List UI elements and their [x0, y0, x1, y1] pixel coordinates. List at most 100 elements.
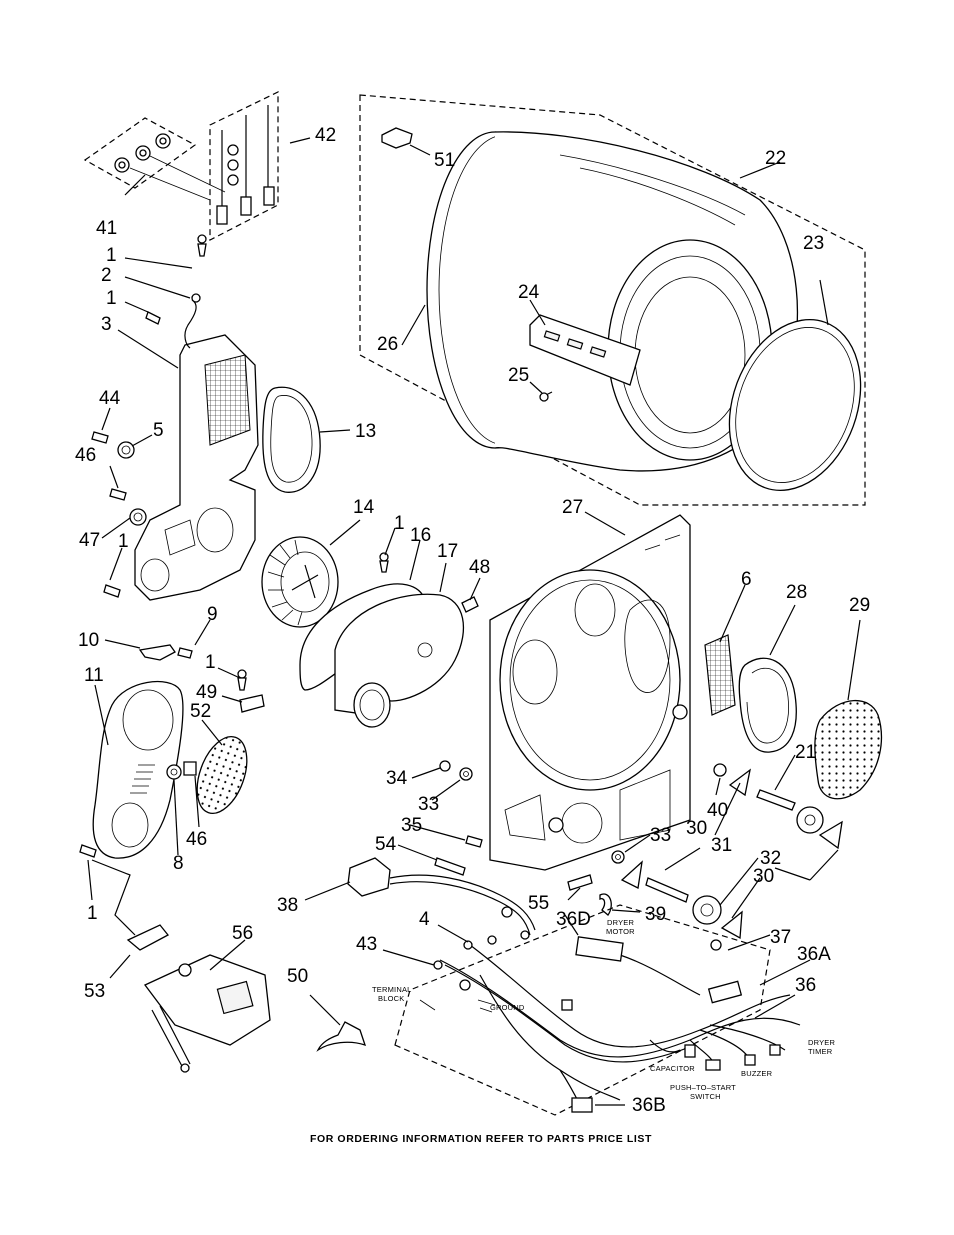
callout-55: 55	[528, 893, 549, 914]
push-to-start-label-line1: PUSH–TO–START	[670, 1083, 736, 1092]
callout-52: 52	[190, 701, 211, 722]
part-34-nut	[439, 760, 451, 772]
callout-32: 32	[760, 848, 781, 869]
part-32-drum-roller	[692, 895, 722, 925]
callout-1: 1	[205, 652, 216, 673]
part-26-drum	[426, 131, 799, 472]
part-40-washer	[713, 763, 727, 777]
capacitor-label: CAPACITOR	[650, 1064, 695, 1073]
part-6-lint-filter	[704, 634, 736, 716]
callout-38: 38	[277, 895, 298, 916]
callout-24: 24	[518, 282, 540, 303]
dryer-motor-label-line1: DRYER	[607, 918, 635, 927]
part-10-bracket	[138, 644, 176, 661]
part-24-baffle	[529, 314, 641, 386]
push-to-start-label-line2: SWITCH	[690, 1092, 721, 1101]
callout-34: 34	[386, 768, 408, 789]
ordering-info-footer: FOR ORDERING INFORMATION REFER TO PARTS …	[310, 1133, 652, 1145]
part-30-bracket-lower	[620, 860, 743, 940]
callout-48: 48	[469, 557, 490, 578]
callout-36b: 36B	[632, 1095, 666, 1116]
callout-4: 4	[419, 909, 430, 930]
part-56-gas-valve-assembly	[143, 954, 271, 1073]
part-25-screw	[539, 391, 553, 402]
part-33-washer	[459, 767, 625, 864]
part-17-blower-cover	[334, 593, 465, 728]
dryer-motor-label-line2: MOTOR	[606, 927, 635, 936]
callout-27: 27	[562, 497, 583, 518]
part-27-bulkhead-panel	[489, 514, 691, 871]
part-23-front-seal	[728, 318, 862, 492]
buzzer-label: BUZZER	[741, 1069, 773, 1078]
callout-33: 33	[418, 794, 439, 815]
callout-54: 54	[375, 834, 397, 855]
callout-28: 28	[786, 582, 807, 603]
callout-31: 31	[711, 835, 732, 856]
callout-5: 5	[153, 420, 164, 441]
part-14-blower-wheel	[261, 536, 339, 628]
terminal-block-label-line2: BLOCK	[378, 994, 404, 1003]
part-47-thermal-cutoff	[129, 508, 147, 526]
callout-22: 22	[765, 148, 786, 169]
part-2-wire-clip	[184, 293, 201, 349]
callout-8: 8	[173, 853, 184, 874]
callout-37: 37	[770, 927, 791, 948]
callout-43: 43	[356, 934, 377, 955]
part-35-screw	[465, 835, 483, 848]
callout-10: 10	[78, 630, 99, 651]
callout-47: 47	[79, 530, 100, 551]
part-53-bracket	[91, 859, 169, 951]
callout-1: 1	[106, 245, 117, 266]
callout-30: 30	[686, 818, 707, 839]
part-31-roller-shaft	[645, 877, 689, 903]
callout-1: 1	[87, 903, 98, 924]
callout-42: 42	[315, 125, 336, 146]
part-9-screw	[177, 647, 193, 659]
callout-51: 51	[434, 150, 455, 171]
part-50-strap	[316, 1021, 367, 1052]
callout-1: 1	[118, 531, 129, 552]
part-11-exhaust-duct	[92, 680, 184, 859]
leader-lines	[87, 137, 861, 1106]
callout-25: 25	[508, 365, 529, 386]
callout-36a: 36A	[797, 944, 831, 965]
callout-9: 9	[207, 604, 218, 625]
callout-49: 49	[196, 682, 217, 703]
callout-44: 44	[99, 388, 121, 409]
callout-23: 23	[803, 233, 824, 254]
wire-labels: DRYER MOTOR TERMINAL BLOCK GROUND CAPACI…	[372, 918, 836, 1101]
part-29-exhaust-grille	[814, 699, 883, 800]
dryer-timer-label-line1: DRYER	[808, 1038, 836, 1047]
part-21-idler-shaft	[756, 789, 824, 834]
part-41-thermostat-group	[83, 117, 226, 201]
part-22-drum-assembly-outline	[359, 94, 866, 506]
screw-icons	[79, 234, 389, 858]
part-3-blower-housing	[134, 334, 259, 601]
callout-33: 33	[650, 825, 671, 846]
callout-35: 35	[401, 815, 422, 836]
callout-21: 21	[795, 742, 816, 763]
part-38-power-cord	[347, 857, 536, 936]
callout-56: 56	[232, 923, 253, 944]
terminal-block-label-line1: TERMINAL	[372, 985, 412, 994]
callout-46: 46	[186, 829, 207, 850]
callout-1: 1	[394, 513, 405, 534]
callout-13: 13	[355, 421, 376, 442]
part-13-seal	[262, 386, 321, 493]
part-42-thermal-fuse-group	[209, 91, 279, 241]
callout-41: 41	[96, 218, 117, 239]
callout-36: 36	[795, 975, 816, 996]
part-55-bracket	[567, 874, 593, 891]
callout-2: 2	[101, 265, 112, 286]
callout-16: 16	[410, 525, 431, 546]
callout-11: 11	[84, 665, 104, 686]
part-8-thermistor	[166, 764, 182, 780]
wiring-harness-36	[394, 904, 801, 1116]
part-52-lint-screen	[196, 736, 248, 814]
callout-3: 3	[101, 314, 112, 335]
callout-53: 53	[84, 981, 105, 1002]
part-54-cord-clamp	[434, 857, 466, 876]
part-30-bracket-upper	[728, 768, 843, 850]
callout-36d: 36D	[556, 909, 591, 930]
